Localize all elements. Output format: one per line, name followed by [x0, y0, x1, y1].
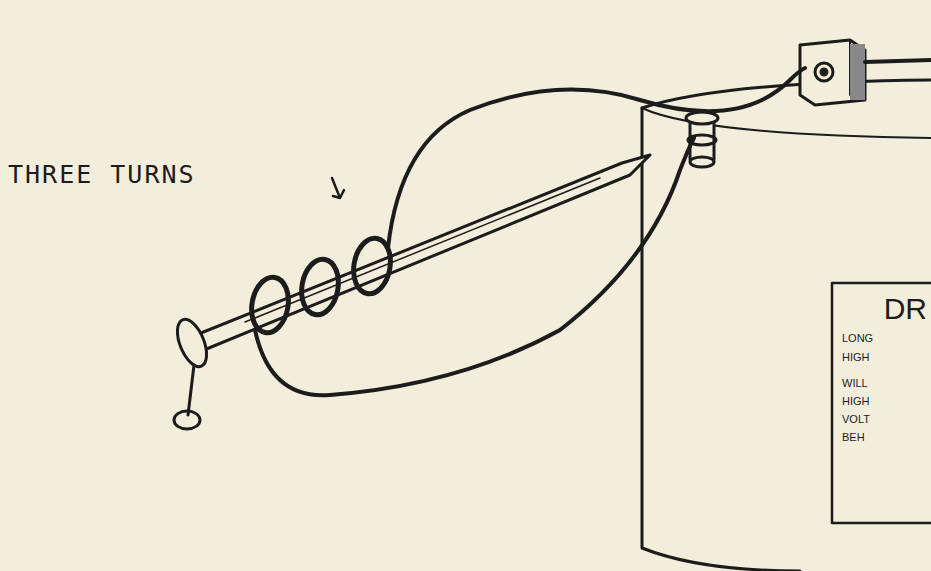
- battery-text: HIGH: [842, 352, 870, 363]
- battery-text: VOLT: [842, 414, 870, 425]
- battery-top-front: [642, 108, 931, 138]
- battery-text: WILL: [842, 378, 868, 389]
- nail: [172, 155, 650, 371]
- battery-brand: DR: [884, 294, 927, 324]
- wire: [388, 68, 805, 248]
- tack: [174, 365, 200, 429]
- wire: [255, 138, 694, 395]
- coil-winding: [247, 235, 394, 335]
- label-arrow: [332, 178, 344, 198]
- battery-text: LONG: [842, 333, 873, 344]
- binding-post: [686, 112, 718, 167]
- battery-text: HIGH: [842, 396, 870, 407]
- callout-label: THREE TURNS: [8, 162, 196, 187]
- switch-box: [800, 40, 865, 105]
- battery-text: BEH: [842, 432, 865, 443]
- wire: [865, 60, 931, 62]
- battery-body: [642, 108, 800, 571]
- battery-label-panel: [832, 283, 931, 523]
